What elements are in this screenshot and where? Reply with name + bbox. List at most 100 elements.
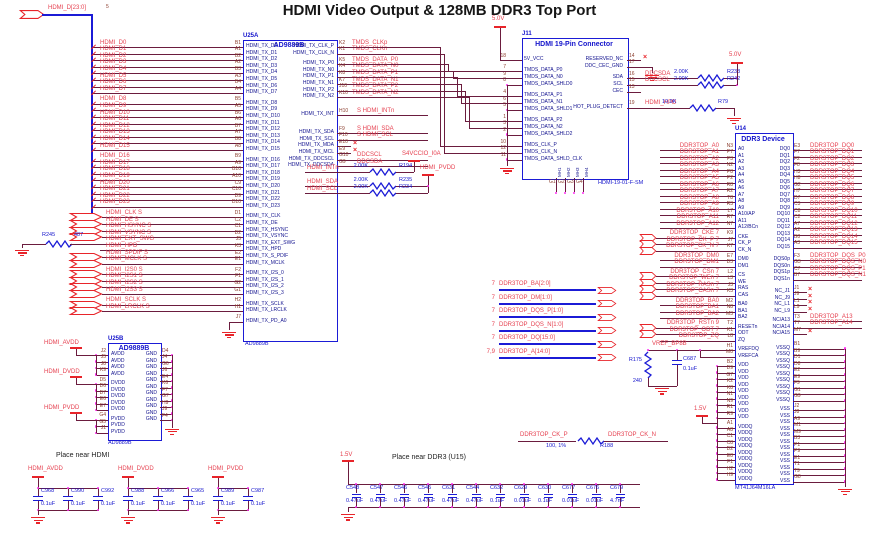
pin-name: VDDQ xyxy=(738,475,753,482)
net-label: DDR3TOP_A11 xyxy=(676,214,719,220)
pin-number: K3 xyxy=(726,288,733,294)
wire xyxy=(807,381,845,383)
power-label: 1.5V xyxy=(694,405,707,412)
wire xyxy=(160,400,172,402)
capacitor-value: 0.47uF xyxy=(370,498,388,504)
junction-dot xyxy=(246,508,250,512)
junction-dot xyxy=(843,428,847,431)
net-label: HDMI_HPD xyxy=(106,242,138,249)
wire xyxy=(717,418,735,420)
capacitor-value: 0.47uF xyxy=(466,498,484,504)
wire xyxy=(641,107,690,109)
wire xyxy=(793,221,807,223)
wire xyxy=(229,237,243,239)
wire xyxy=(337,84,351,86)
capacitor-plate xyxy=(351,493,361,495)
wire xyxy=(229,243,243,245)
net-label: DDCSDA xyxy=(645,70,671,77)
junction-dot xyxy=(563,191,567,195)
ground-symbol xyxy=(650,80,654,82)
pin-name: HDMI_TX_S_PDIF xyxy=(246,253,289,259)
junction-dot xyxy=(378,505,382,509)
capacitor-value: 0.1uF xyxy=(221,501,236,507)
pin-number: 19 xyxy=(629,100,635,106)
pin-number: T1 xyxy=(794,461,800,467)
net-label: HDMI_LRCLK S xyxy=(106,303,150,310)
wire xyxy=(717,398,735,400)
wire xyxy=(92,200,229,202)
ground-symbol xyxy=(36,522,40,524)
pin-name: DQ1 xyxy=(779,152,790,159)
capacitor-plate xyxy=(591,497,601,499)
pin-name: BA1 xyxy=(738,307,748,314)
wire xyxy=(380,484,382,493)
sheet-ref: 7 xyxy=(491,308,495,314)
pin-name: A11 xyxy=(738,217,747,224)
pin-name: HDMI_TX_D16 xyxy=(246,156,280,163)
pin-number: D2 xyxy=(726,446,733,452)
pin-number: G9 xyxy=(339,158,346,165)
wire xyxy=(22,243,46,245)
power-bar xyxy=(70,411,82,414)
wire xyxy=(500,60,522,62)
junction-dot xyxy=(715,371,719,374)
pin-name: HDMI_TX_D11 xyxy=(246,119,280,126)
pin-name: DVDD xyxy=(111,406,126,413)
wire xyxy=(337,139,351,141)
power-label: 1.5V xyxy=(340,452,353,458)
wire xyxy=(572,484,574,493)
wire xyxy=(793,481,807,483)
ground-symbol xyxy=(645,74,659,77)
wire xyxy=(96,384,108,386)
net-label: DDR3TOP_DQ5 xyxy=(810,175,855,181)
part-name: AD9889B xyxy=(118,345,150,352)
capacitor-plate xyxy=(447,497,457,499)
pin-number: E10 xyxy=(339,138,348,145)
wire xyxy=(717,427,735,429)
pin-name: HDMI_TX_DDCSCL xyxy=(288,155,334,162)
pin-name: DQS1n xyxy=(773,275,790,282)
wire xyxy=(656,289,721,291)
ground-symbol xyxy=(222,331,236,334)
part-name: HDMI-19-01-F-SM xyxy=(598,180,644,186)
pin-number: L2 xyxy=(727,268,733,275)
junction-dot xyxy=(426,505,430,509)
capacitor-plate xyxy=(519,497,529,499)
net-label: S HDMI_INTn xyxy=(357,107,395,114)
wire xyxy=(351,77,457,79)
junction-dot xyxy=(618,505,622,509)
pin-name: TMDS_DATA_SHLD_CLK xyxy=(524,155,583,162)
wire xyxy=(229,294,243,296)
pin-number: H1 xyxy=(726,342,733,349)
capacitor-ref: C544 xyxy=(466,485,480,491)
wire xyxy=(793,266,807,268)
junction-dot xyxy=(843,399,847,402)
wire xyxy=(656,237,721,239)
junction-dot xyxy=(170,366,174,370)
ground-symbol xyxy=(121,517,135,519)
wire xyxy=(717,473,735,475)
junction-dot xyxy=(66,508,70,512)
wire xyxy=(660,318,721,320)
pin-number: E9 xyxy=(794,373,801,380)
part-name: DDR3 Device xyxy=(741,136,785,143)
net-label: DDR3TOP_CK_P xyxy=(520,432,568,438)
wire xyxy=(721,266,735,268)
wire xyxy=(440,146,508,148)
pin-number: G8 xyxy=(794,474,801,480)
pin-number: A10 xyxy=(232,172,241,179)
pin-name: MH1 xyxy=(557,167,562,177)
pin-number: P1 xyxy=(794,441,801,448)
nc-x-mark: × xyxy=(353,140,358,148)
pin-number: J7 xyxy=(727,236,733,243)
junction-dot xyxy=(522,482,526,486)
net-label: HDMI_SCL xyxy=(307,185,338,192)
wire xyxy=(721,182,735,184)
pin-number: J10 xyxy=(339,83,348,90)
sheet-ref: 7 xyxy=(491,294,495,301)
wire xyxy=(508,146,522,148)
wire xyxy=(793,468,807,470)
wire xyxy=(656,276,721,278)
net-label: DDR3TOP_DQ12 xyxy=(810,220,858,227)
wire xyxy=(721,163,735,165)
